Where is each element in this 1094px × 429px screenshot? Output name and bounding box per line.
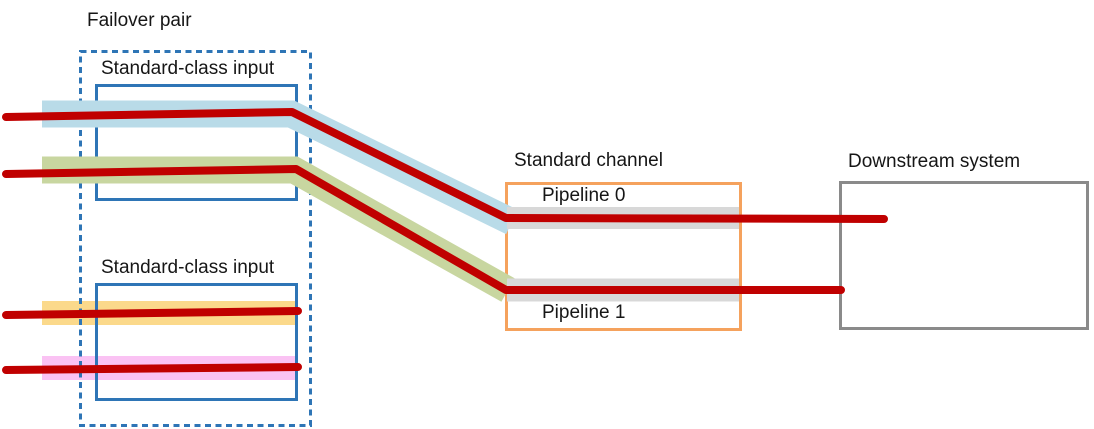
standard-class-input-label-1: Standard-class input	[101, 58, 275, 79]
downstream-system-box	[839, 181, 1089, 330]
standard-channel-label: Standard channel	[514, 150, 663, 171]
downstream-system-label: Downstream system	[848, 151, 1021, 172]
standard-class-input-box-2	[95, 283, 298, 401]
pipeline-1-label: Pipeline 1	[542, 302, 626, 323]
pipeline-0-label: Pipeline 0	[542, 185, 626, 206]
failover-pair-label: Failover pair	[87, 10, 192, 31]
standard-class-input-label-2: Standard-class input	[101, 257, 275, 278]
standard-class-input-box-1	[95, 84, 298, 201]
